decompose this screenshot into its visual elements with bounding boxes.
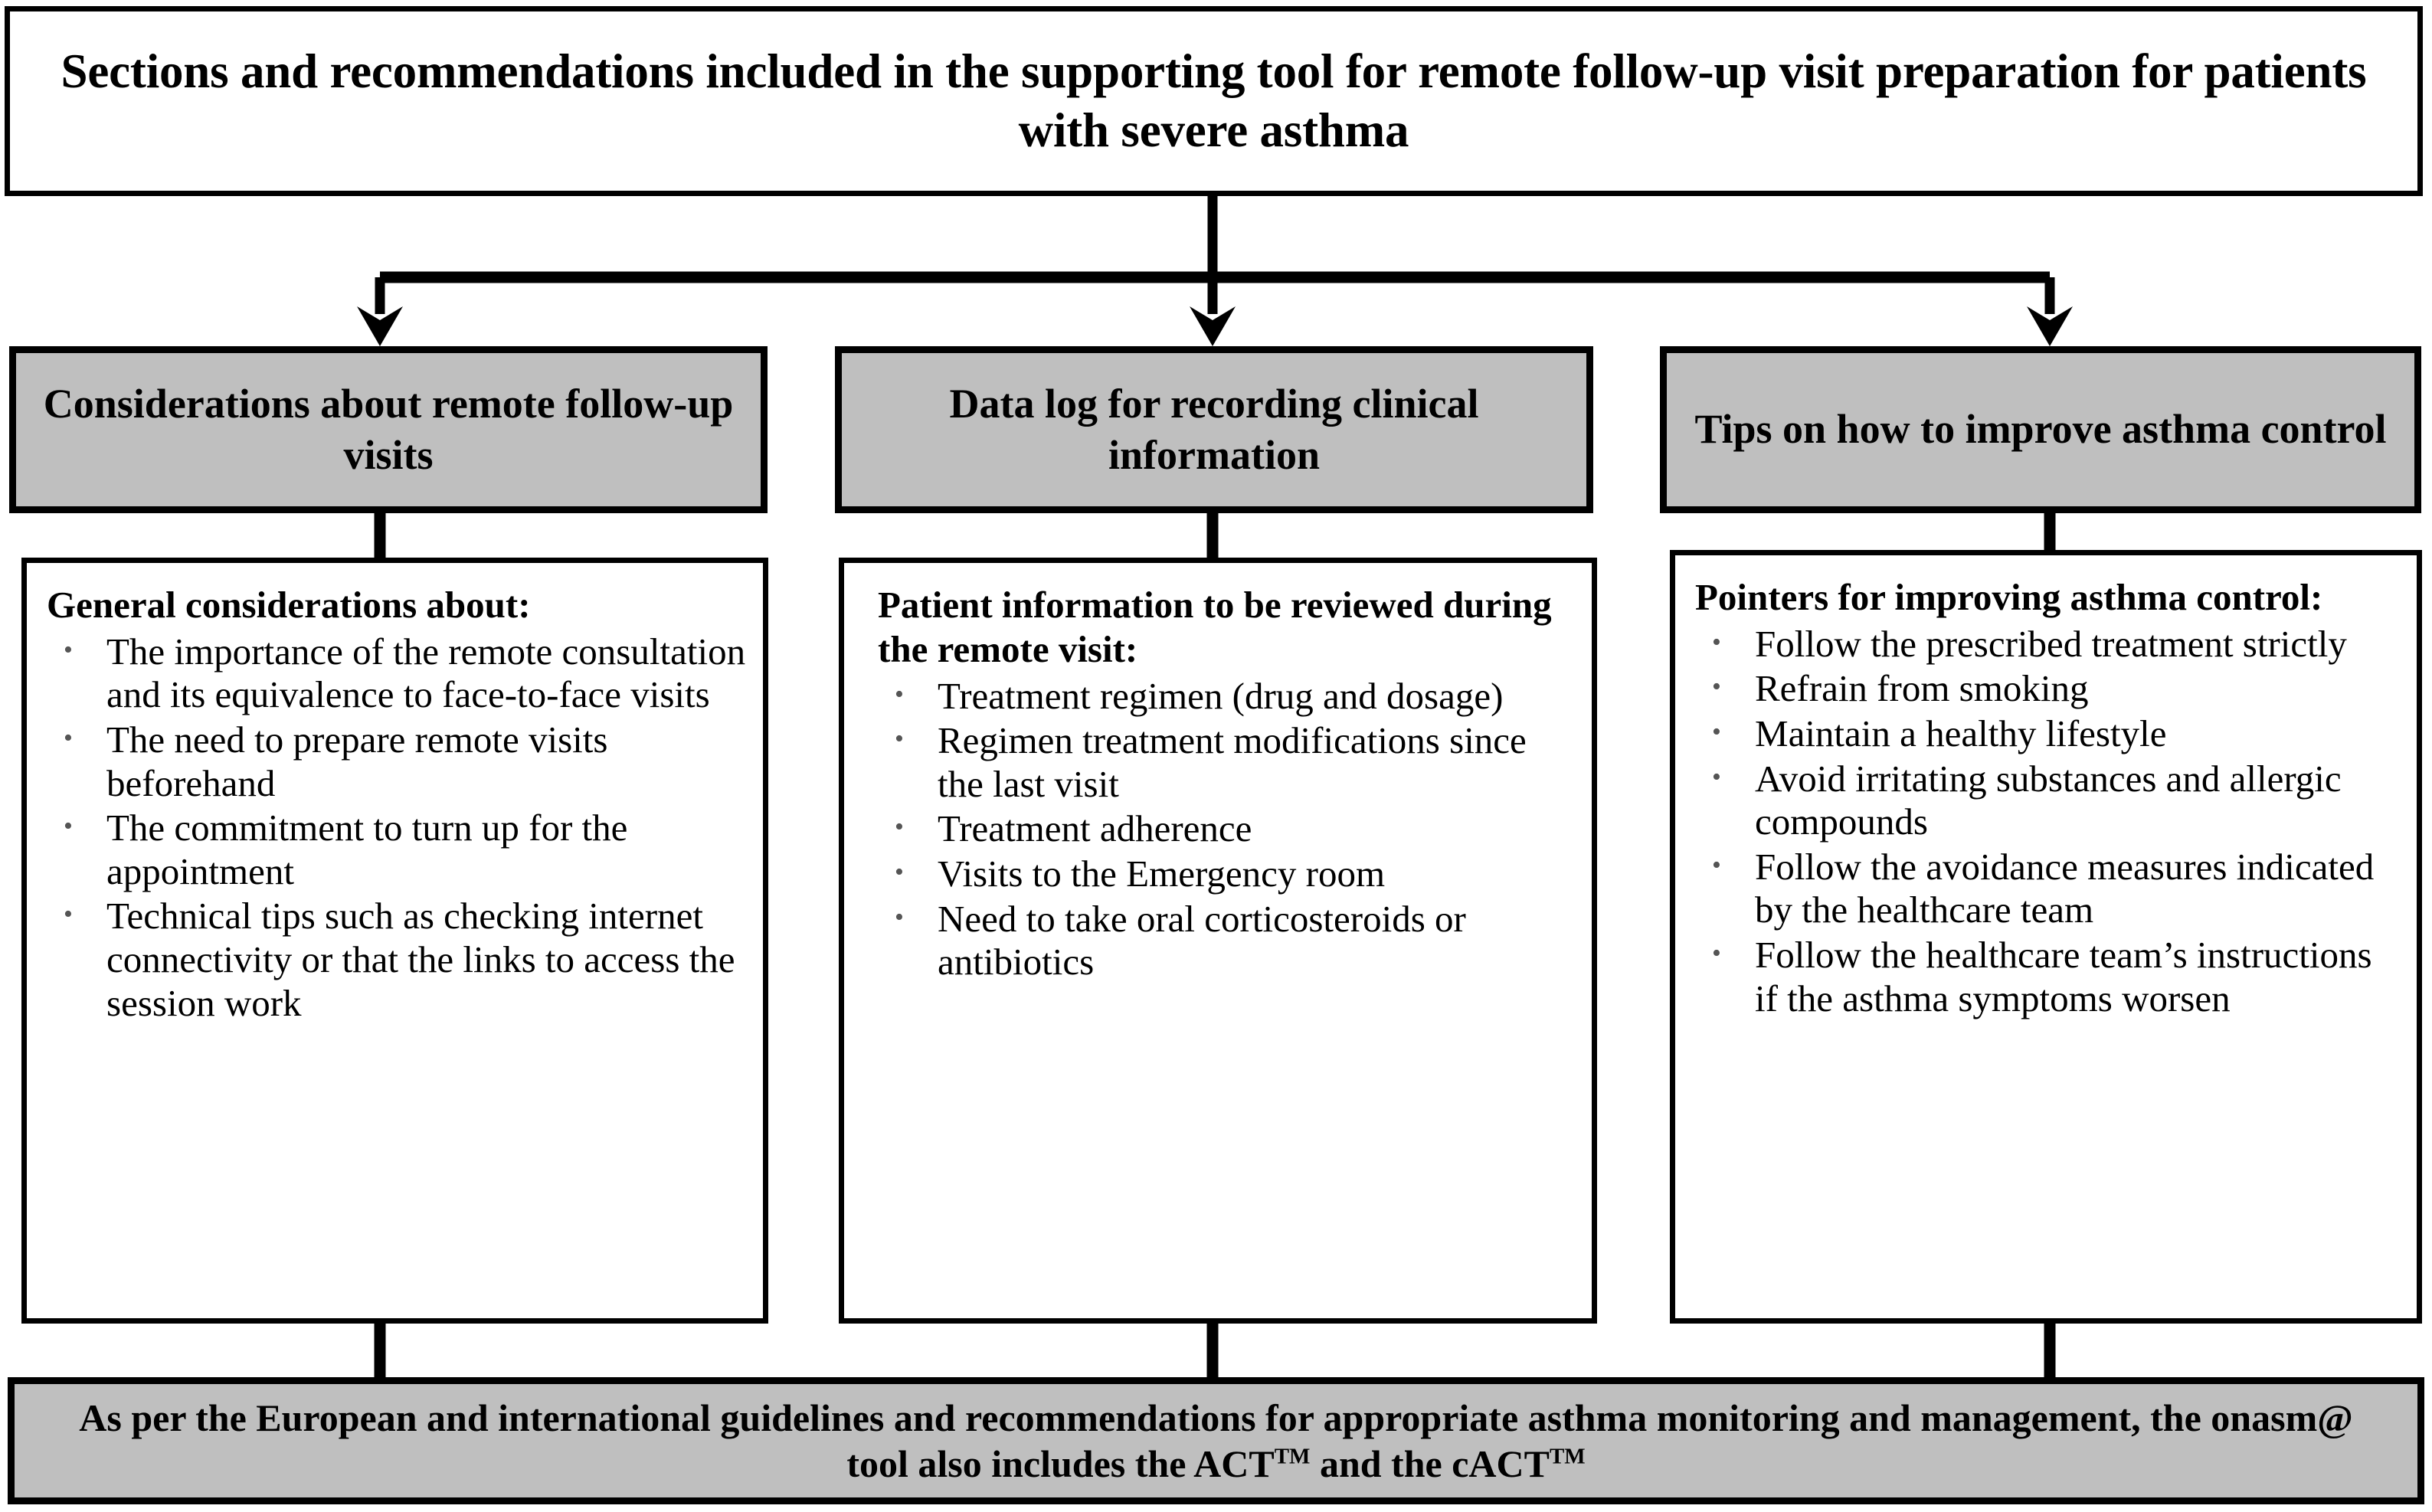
section-content-box-3: Pointers for improving asthma control: F…	[1670, 550, 2422, 1324]
content-heading-1: General considerations about:	[47, 584, 531, 626]
list-item: Follow the avoidance measures indicated …	[1695, 844, 2400, 932]
section-content-box-1: General considerations about: The import…	[21, 558, 768, 1324]
bullet-list-1: The importance of the remote consultatio…	[47, 629, 746, 1025]
section-content-box-2: Patient information to be reviewed durin…	[839, 558, 1597, 1324]
figure-footnote-text: As per the European and international gu…	[45, 1395, 2387, 1487]
list-item: The need to prepare remote visits before…	[47, 717, 746, 805]
list-item: Refrain from smoking	[1695, 666, 2400, 711]
footnote-part-2: and the cACT	[1310, 1442, 1550, 1485]
section-header-label-1: Considerations about remote follow-up vi…	[43, 380, 734, 479]
list-item: Maintain a healthy lifestyle	[1695, 711, 2400, 756]
list-item: Technical tips such as checking internet…	[47, 893, 746, 1025]
section-header-label-2: Data log for recording clinical informat…	[949, 380, 1479, 479]
section-header-box-2: Data log for recording clinical informat…	[835, 346, 1593, 513]
list-item: Follow the healthcare team’s instruction…	[1695, 932, 2400, 1020]
list-item: Need to take oral corticosteroids or ant…	[878, 896, 1575, 984]
list-item: The commitment to turn up for the appoin…	[47, 805, 746, 893]
list-item: Visits to the Emergency room	[878, 851, 1575, 896]
arrowhead-column-3	[2027, 306, 2073, 346]
list-item: Treatment regimen (drug and dosage)	[878, 673, 1575, 718]
figure-title-text: Sections and recommendations included in…	[61, 44, 2367, 157]
arrowhead-column-2	[1190, 306, 1236, 346]
figure-footnote-box: As per the European and international gu…	[8, 1377, 2424, 1504]
section-header-label-3: Tips on how to improve asthma control	[1694, 406, 2387, 453]
section-header-box-1: Considerations about remote follow-up vi…	[9, 346, 768, 513]
list-item: Follow the prescribed treatment strictly	[1695, 621, 2400, 666]
trademark-cact: TM	[1549, 1444, 1586, 1469]
arrowhead-column-1	[357, 306, 403, 346]
list-item: Regimen treatment modifications since th…	[878, 718, 1575, 806]
list-item: Treatment adherence	[878, 806, 1575, 851]
bullet-list-3: Follow the prescribed treatment strictly…	[1695, 621, 2400, 1020]
content-heading-2: Patient information to be reviewed durin…	[878, 584, 1552, 670]
list-item: Avoid irritating substances and allergic…	[1695, 756, 2400, 844]
section-header-box-3: Tips on how to improve asthma control	[1660, 346, 2421, 513]
figure-title-box: Sections and recommendations included in…	[5, 6, 2423, 196]
content-heading-3: Pointers for improving asthma control:	[1695, 576, 2323, 618]
list-item: The importance of the remote consultatio…	[47, 629, 746, 717]
footnote-part-1: As per the European and international gu…	[79, 1396, 2353, 1485]
trademark-act: TM	[1274, 1444, 1311, 1469]
bullet-list-2: Treatment regimen (drug and dosage) Regi…	[864, 673, 1575, 984]
